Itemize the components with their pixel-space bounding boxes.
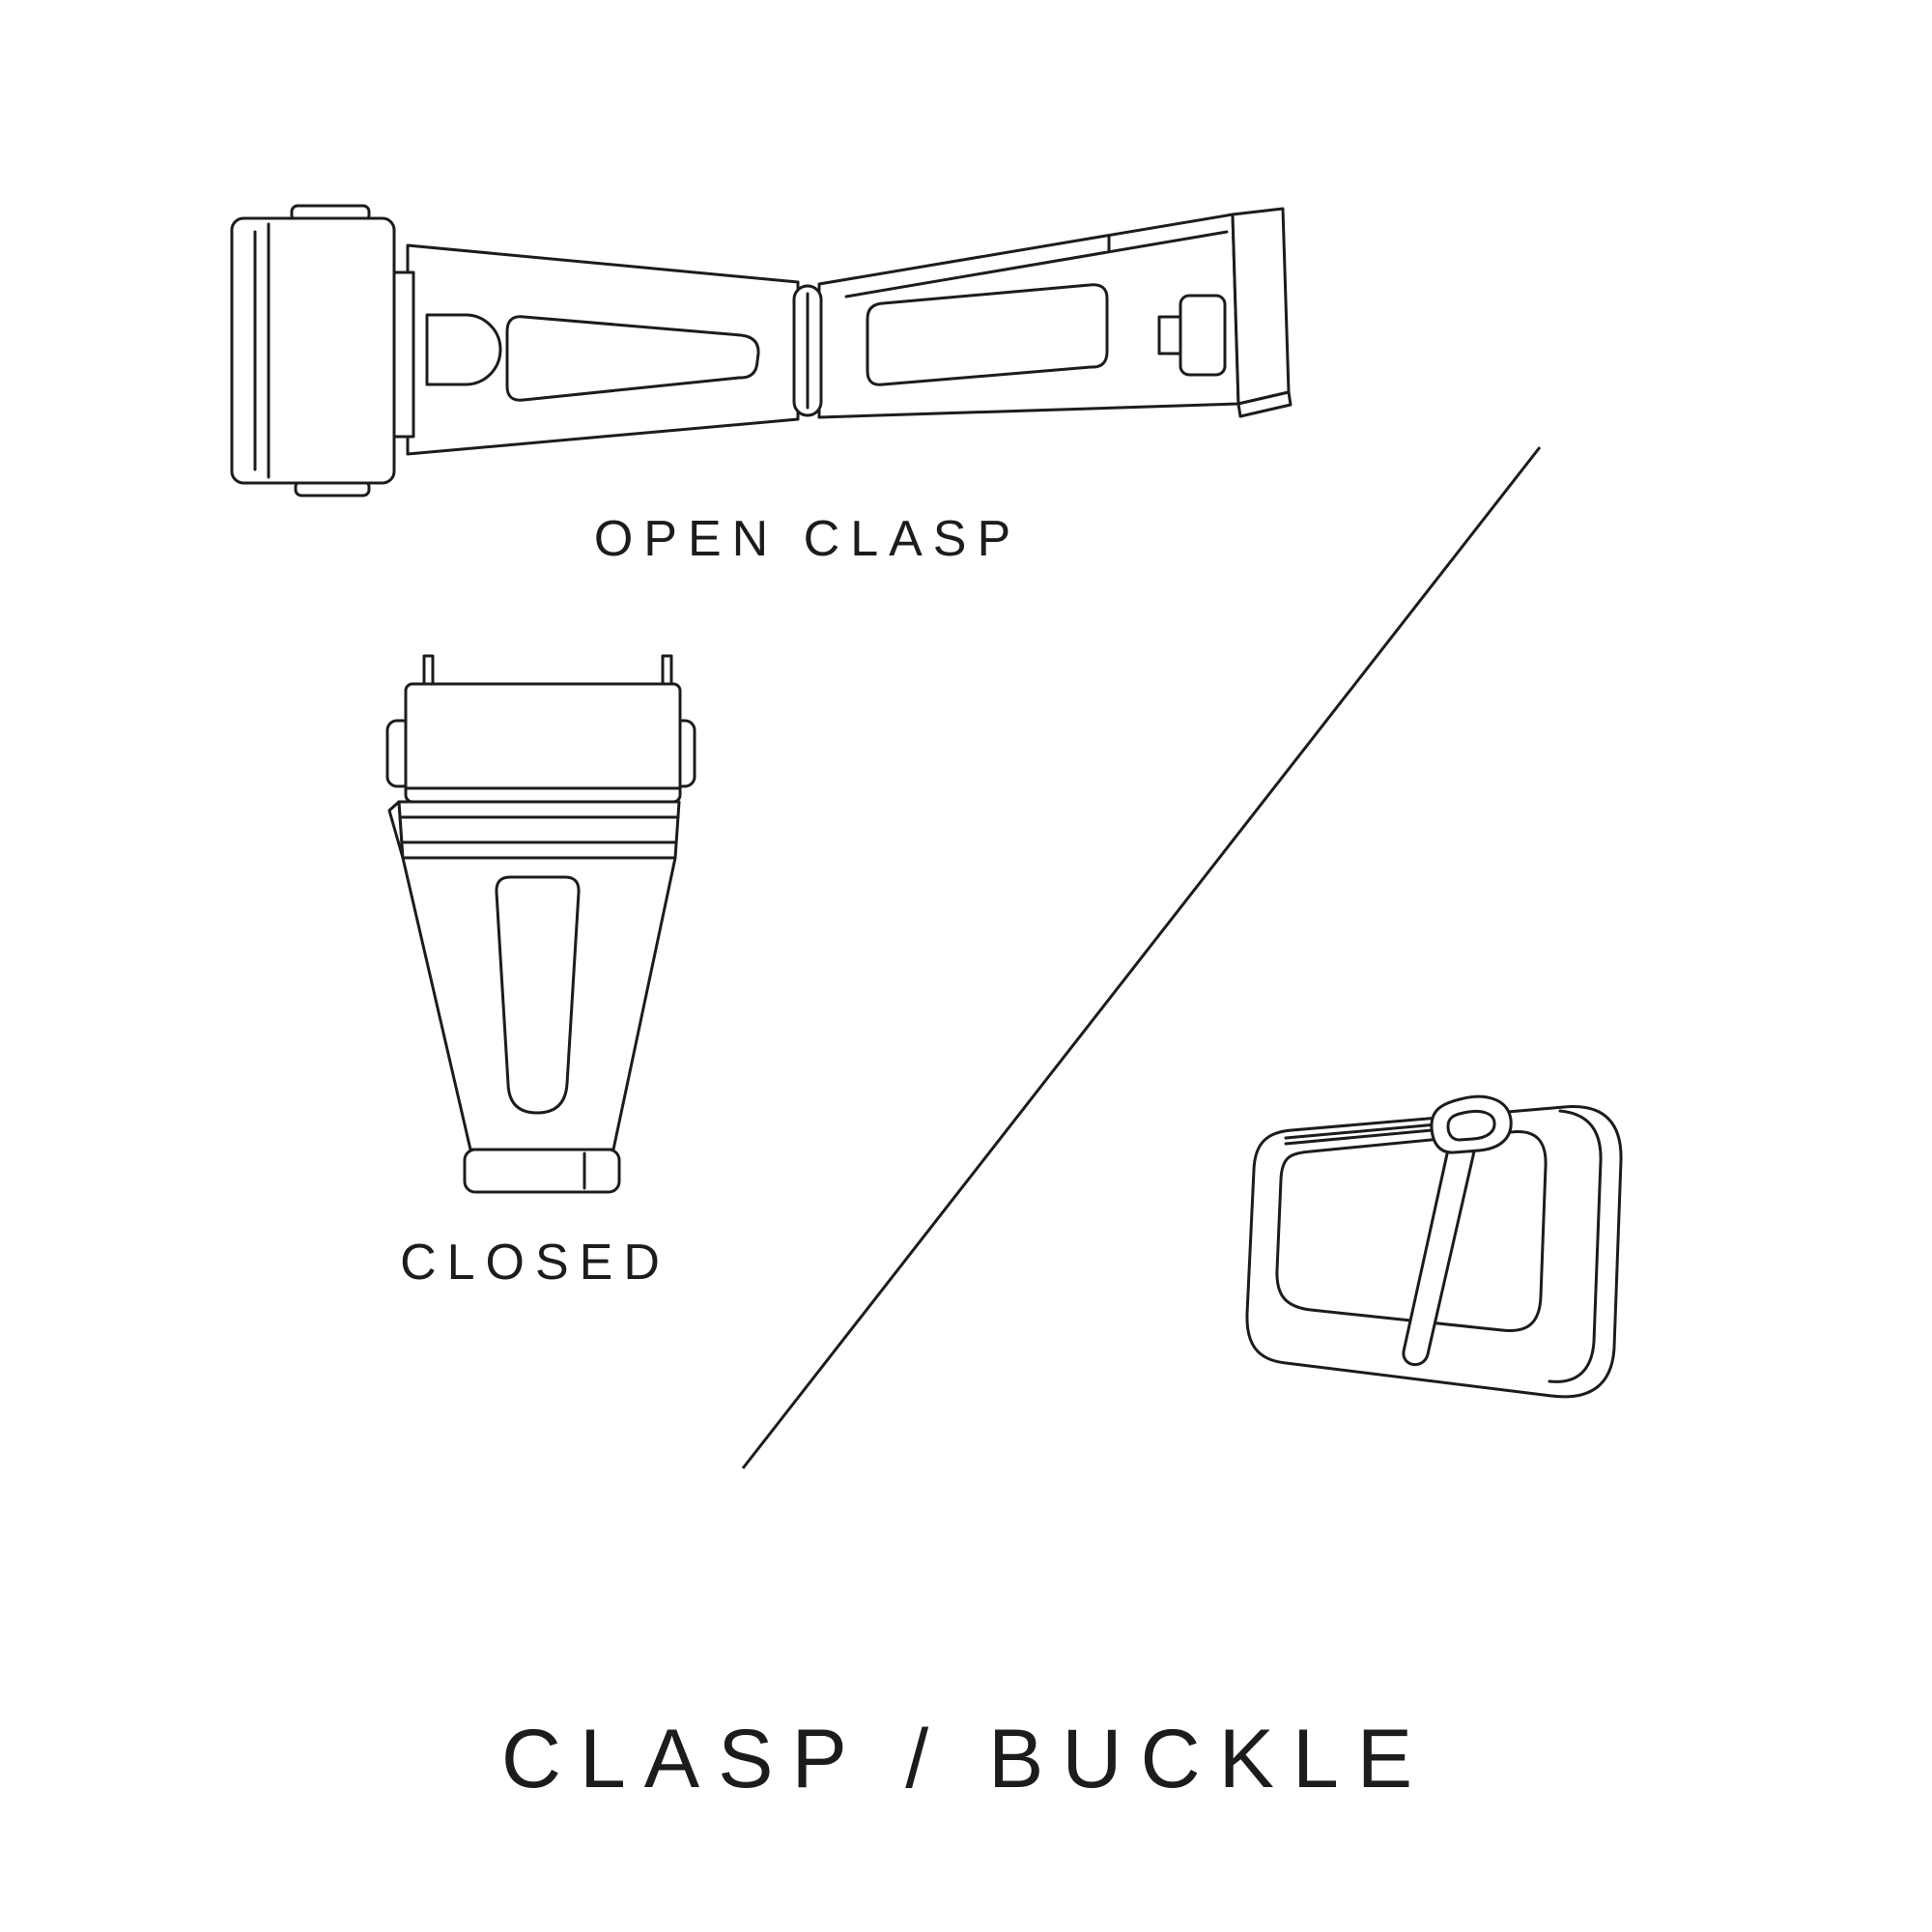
- buckle-drawing: [1245, 1094, 1623, 1399]
- closed-clasp-caption: CLOSED: [400, 1235, 670, 1291]
- closed-clasp-figure: [382, 653, 700, 1199]
- buckle-figure: [1232, 1090, 1647, 1428]
- open-clasp-drawing: [230, 204, 1293, 497]
- closed-clasp-drawing: [385, 654, 696, 1194]
- open-clasp-caption: OPEN CLASP: [593, 511, 1022, 567]
- open-clasp-figure: [228, 203, 1300, 502]
- page-title: CLASP / BUCKLE: [500, 1713, 1432, 1805]
